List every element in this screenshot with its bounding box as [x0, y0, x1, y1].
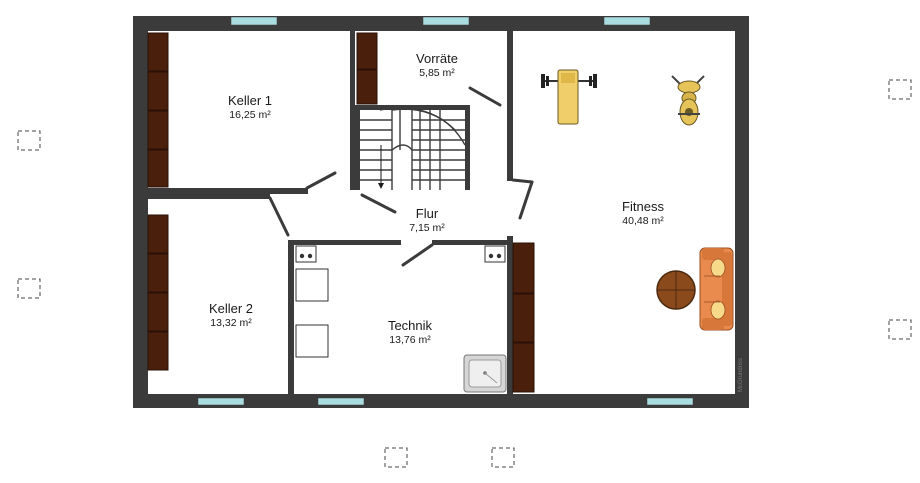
exterior-markers: [17, 79, 912, 468]
room-area-keller2: 13,32 m²: [210, 317, 252, 329]
marker-icon: [17, 278, 41, 299]
washer-icon: [295, 268, 329, 302]
room-name-vorraete: Vorräte: [416, 51, 458, 66]
room-area-flur: 7,15 m²: [409, 222, 445, 234]
room-name-technik: Technik: [388, 318, 433, 333]
room-name-flur: Flur: [416, 206, 439, 221]
technik-units: [295, 268, 329, 358]
marker-icon: [17, 130, 41, 151]
room-name-keller1: Keller 1: [228, 93, 272, 108]
door-vorraete: [468, 86, 502, 107]
exercise-bike-icon: [671, 75, 705, 126]
marker-icon: [384, 447, 408, 468]
sink-icon: [463, 354, 507, 393]
shelves: [147, 32, 535, 393]
door-stair: [360, 193, 397, 214]
room-area-keller1: 16,25 m²: [229, 109, 271, 121]
door-fitness-leaf: [518, 180, 534, 220]
door-keller1: [305, 171, 337, 190]
marker-icon: [491, 447, 515, 468]
boiler-icon: [295, 245, 317, 263]
room-area-technik: 13,76 m²: [389, 334, 431, 346]
shelf-vorraete: [356, 32, 378, 105]
room-area-vorraete: 5,85 m²: [419, 67, 455, 79]
water-connection-icon: [484, 245, 506, 263]
interior-walls: [148, 31, 513, 394]
bench-press-icon: [541, 69, 597, 125]
shelf-keller2: [147, 214, 169, 371]
door-technik: [401, 243, 434, 267]
room-area-fitness: 40,48 m²: [622, 215, 664, 227]
stair-icon: [360, 107, 466, 190]
door-keller2: [268, 196, 290, 237]
windows: [197, 16, 694, 406]
shelf-fitness: [512, 242, 535, 393]
doors: [268, 86, 534, 267]
sofa-icon: [699, 247, 734, 331]
marker-icon: [888, 319, 912, 340]
floor-area: [140, 22, 742, 402]
dryer-icon: [295, 324, 329, 358]
door-fitness: [511, 178, 534, 184]
shelf-keller1: [147, 32, 169, 188]
room-name-fitness: Fitness: [622, 199, 664, 214]
round-table-icon: [656, 270, 696, 310]
room-name-keller2: Keller 2: [209, 301, 253, 316]
marker-icon: [888, 79, 912, 100]
watermark: McGrundriss: [738, 358, 744, 392]
